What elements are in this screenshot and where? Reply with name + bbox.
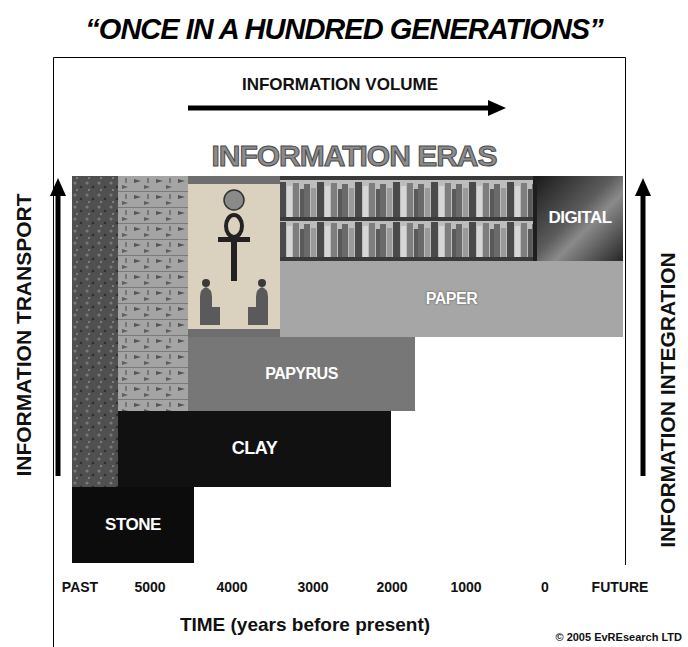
papyrus-border [188, 176, 280, 184]
copyright-note: © 2005 EvREsearch LTD [555, 631, 682, 643]
paper-era-band: PAPER [280, 261, 623, 337]
diagram-title: “ONCE IN A HUNDRED GENERATIONS” [85, 14, 602, 46]
shelf-board [280, 217, 534, 221]
axis-title: TIME (years before present) [180, 615, 430, 636]
arrow-head [488, 100, 506, 116]
tick-label: 2000 [376, 580, 407, 595]
shelf-board [280, 176, 534, 180]
transport-arrow [56, 194, 61, 476]
ankh-symbol [226, 215, 242, 237]
papyrus-picture [188, 176, 280, 337]
era-name: CLAY [232, 439, 277, 459]
figure-head [202, 279, 210, 287]
section-heading: INFORMATION ERAS [211, 139, 496, 172]
axis-title: INFORMATION TRANSPORT [12, 193, 35, 476]
axis-title: INFORMATION VOLUME [242, 76, 438, 95]
seated-figure [200, 287, 220, 325]
tick-label: FUTURE [592, 580, 649, 595]
era-name: PAPYRUS [265, 365, 338, 383]
ankh-symbol [231, 237, 237, 281]
digital-era-band: DIGITAL [537, 176, 623, 261]
figure-head [258, 279, 266, 287]
sun-disc [224, 190, 244, 210]
bookshelf-picture [280, 176, 534, 261]
tick-label: 1000 [450, 580, 481, 595]
papyrus-era-band: PAPYRUS [188, 337, 415, 411]
frame-line [54, 58, 626, 647]
tick-label: 3000 [297, 580, 328, 595]
papyrus-border [188, 329, 280, 337]
cuneiform-picture [118, 176, 188, 411]
seated-figure [248, 287, 268, 325]
integration-arrow [641, 194, 646, 476]
era-name: PAPER [426, 290, 477, 308]
tick-label: PAST [62, 580, 98, 595]
clay-era-band: CLAY [118, 411, 391, 487]
arrow-head [635, 178, 651, 196]
stone-picture [72, 176, 118, 487]
era-name: STONE [105, 516, 161, 535]
tick-label: 0 [541, 580, 549, 595]
arrow-head [50, 178, 66, 196]
volume-arrow [188, 106, 490, 111]
stone-era-band: STONE [72, 487, 194, 563]
tick-label: 5000 [134, 580, 165, 595]
tick-label: 4000 [216, 580, 247, 595]
era-name: DIGITAL [548, 209, 611, 228]
axis-title: INFORMATION INTEGRATION [656, 252, 679, 548]
